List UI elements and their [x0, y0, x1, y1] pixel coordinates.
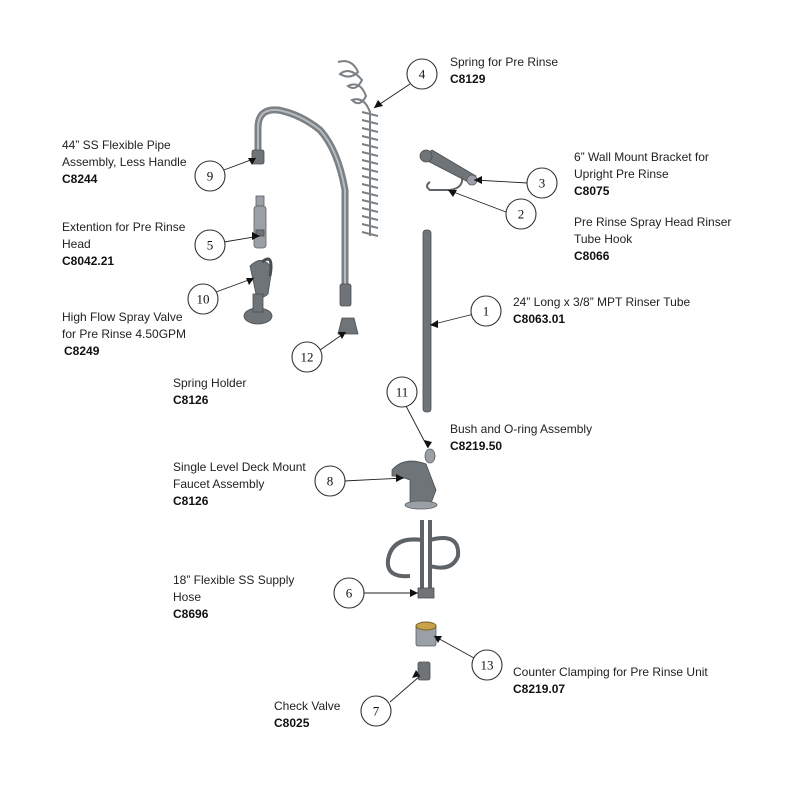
callout-8: 8: [314, 465, 346, 497]
part-9-code: C8244: [62, 172, 98, 186]
label-part-6: 18” Flexible SS Supply Hose C8696: [173, 572, 294, 623]
part-13-counter-clamp-drawing: [415, 621, 437, 647]
leader-3: [473, 179, 529, 184]
svg-text:12: 12: [301, 350, 314, 365]
part-8-name: Single Level Deck Mount Faucet Assembly: [173, 460, 306, 491]
part-6-supply-hose-drawing: [385, 520, 461, 599]
part-6-name: 18” Flexible SS Supply Hose: [173, 573, 295, 604]
label-part-4: Spring for Pre Rinse C8129: [450, 54, 558, 88]
label-part-7: Check Valve C8025: [274, 698, 340, 732]
part-5-name: Extention for Pre Rinse Head: [62, 220, 186, 251]
part-11-code: C8219.50: [450, 439, 503, 453]
label-part-12: Spring Holder C8126: [173, 375, 246, 409]
part-8-code: C8126: [173, 494, 209, 508]
part-7-check-valve-drawing: [417, 661, 431, 681]
callout-13: 13: [471, 649, 503, 681]
part-2-code: C8066: [574, 249, 610, 263]
callout-11: 11: [386, 376, 418, 408]
callout-1: 1: [470, 295, 502, 327]
part-7-name: Check Valve: [274, 699, 341, 713]
label-part-9: 44” SS Flexible Pipe Assembly, Less Hand…: [62, 137, 187, 188]
label-part-13: Counter Clamping for Pre Rinse Unit C821…: [513, 664, 708, 698]
part-2-tube-hook-drawing: [426, 175, 464, 191]
svg-text:11: 11: [396, 385, 409, 400]
svg-text:13: 13: [481, 658, 494, 673]
part-1-name: 24” Long x 3/8” MPT Rinser Tube: [513, 295, 691, 309]
part-13-name: Counter Clamping for Pre Rinse Unit: [513, 665, 708, 679]
svg-text:9: 9: [207, 169, 214, 184]
part-9-flexible-pipe-drawing: [251, 106, 352, 307]
svg-text:2: 2: [518, 207, 525, 222]
part-4-name: Spring for Pre Rinse: [450, 55, 559, 69]
label-part-11: Bush and O-ring Assembly C8219.50: [450, 421, 592, 455]
part-9-name: 44” SS Flexible Pipe Assembly, Less Hand…: [62, 138, 187, 169]
callout-9: 9: [194, 160, 226, 192]
part-12-spring-holder-drawing: [337, 317, 359, 335]
callout-5: 5: [194, 229, 226, 261]
callout-3: 3: [526, 167, 558, 199]
label-part-1: 24” Long x 3/8” MPT Rinser Tube C8063.01: [513, 294, 690, 328]
leader-11: [405, 405, 429, 449]
svg-text:4: 4: [419, 67, 426, 82]
part-3-name: 6” Wall Mount Bracket for Upright Pre Ri…: [574, 150, 709, 181]
label-part-5: Extention for Pre Rinse Head C8042.21: [62, 219, 185, 270]
part-5-extension-drawing: [253, 195, 267, 249]
svg-text:8: 8: [327, 474, 334, 489]
label-part-2: Pre Rinse Spray Head Rinser Tube Hook C8…: [574, 214, 731, 265]
label-part-3: 6” Wall Mount Bracket for Upright Pre Ri…: [574, 149, 709, 200]
svg-text:5: 5: [207, 238, 214, 253]
part-4-spring-drawing: [337, 60, 379, 237]
part-1-rinser-tube-drawing: [422, 229, 432, 413]
label-part-10: High Flow Spray Valve for Pre Rinse 4.50…: [62, 309, 186, 360]
svg-text:10: 10: [197, 292, 210, 307]
label-part-8: Single Level Deck Mount Faucet Assembly …: [173, 459, 306, 510]
callout-10: 10: [187, 283, 219, 315]
part-2-name: Pre Rinse Spray Head Rinser Tube Hook: [574, 215, 732, 246]
part-13-code: C8219.07: [513, 682, 566, 696]
callout-7: 7: [360, 695, 392, 727]
svg-text:7: 7: [373, 704, 380, 719]
leader-2: [447, 189, 507, 213]
callout-4: 4: [406, 58, 438, 90]
svg-text:6: 6: [346, 586, 353, 601]
part-5-code: C8042.21: [62, 254, 115, 268]
callout-6: 6: [333, 577, 365, 609]
callout-12: 12: [291, 341, 323, 373]
part-1-code: C8063.01: [513, 312, 566, 326]
part-7-code: C8025: [274, 716, 310, 730]
part-6-code: C8696: [173, 607, 209, 621]
leader-7: [389, 675, 421, 703]
leader-lines: [215, 83, 529, 703]
leader-13: [433, 635, 475, 659]
svg-text:3: 3: [539, 176, 546, 191]
part-3-wall-bracket-drawing: [419, 149, 478, 186]
part-3-code: C8075: [574, 184, 610, 198]
part-10-spray-valve-drawing: [243, 257, 273, 325]
part-11-bush-drawing: [424, 448, 436, 464]
part-12-code: C8126: [173, 393, 209, 407]
callout-2: 2: [505, 198, 537, 230]
leader-8: [343, 477, 405, 482]
part-4-code: C8129: [450, 72, 486, 86]
part-10-name: High Flow Spray Valve for Pre Rinse 4.50…: [62, 310, 187, 341]
part-11-name: Bush and O-ring Assembly: [450, 422, 593, 436]
part-10-code: C8249: [64, 344, 100, 358]
svg-text:1: 1: [483, 304, 490, 319]
part-12-name: Spring Holder: [173, 376, 247, 390]
part-8-faucet-drawing: [391, 460, 438, 510]
